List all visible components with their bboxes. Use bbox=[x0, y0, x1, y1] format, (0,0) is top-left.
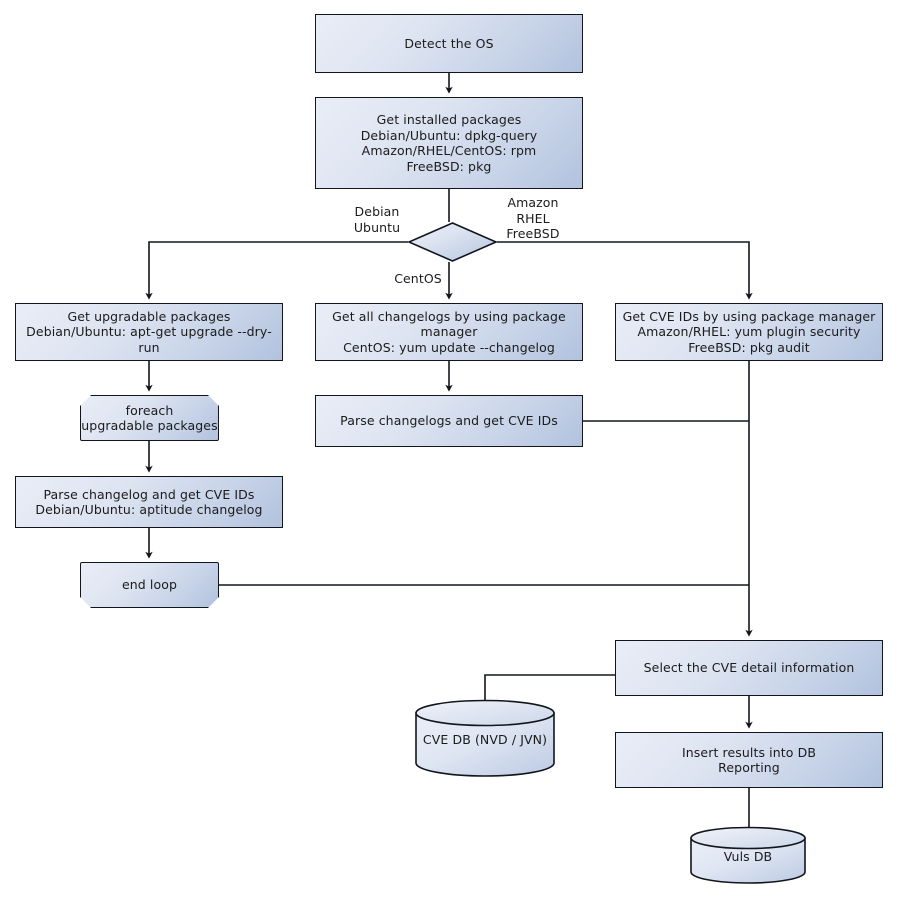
branch-label-amazon-rhel-freebsd-text: Amazon RHEL FreeBSD bbox=[506, 195, 560, 241]
edge-decision-to-cve-ids bbox=[497, 241, 753, 300]
os-decision-diamond bbox=[407, 222, 498, 262]
node-get-installed-packages[interactable]: Get installed packages Debian/Ubuntu: dp… bbox=[315, 97, 583, 189]
edge-decision-to-upgradable bbox=[145, 241, 408, 300]
node-parse-changelog-debian-label: Parse changelog and get CVE IDs Debian/U… bbox=[35, 486, 263, 518]
node-parse-changelog-debian[interactable]: Parse changelog and get CVE IDs Debian/U… bbox=[15, 476, 283, 528]
node-get-upgradable-packages-label: Get upgradable packages Debian/Ubuntu: a… bbox=[26, 308, 272, 355]
node-get-installed-packages-label: Get installed packages Debian/Ubuntu: dp… bbox=[360, 112, 538, 174]
node-foreach-loop[interactable]: foreach upgradable packages bbox=[80, 395, 219, 441]
node-parse-changelogs-centos[interactable]: Parse changelogs and get CVE IDs bbox=[315, 395, 583, 447]
node-os-decision[interactable] bbox=[407, 222, 498, 262]
node-vuls-db[interactable] bbox=[690, 826, 806, 884]
branch-label-centos: CentOS bbox=[390, 271, 446, 287]
branch-label-centos-text: CentOS bbox=[394, 271, 442, 286]
node-get-cve-ids-label: Get CVE IDs by using package manager Ama… bbox=[622, 308, 876, 355]
node-insert-results[interactable]: Insert results into DB Reporting bbox=[615, 732, 883, 788]
node-foreach-loop-label: foreach upgradable packages bbox=[81, 402, 218, 433]
node-get-upgradable-packages[interactable]: Get upgradable packages Debian/Ubuntu: a… bbox=[15, 303, 283, 361]
cve-db-top bbox=[415, 699, 555, 727]
node-select-cve-detail-label: Select the CVE detail information bbox=[643, 660, 855, 676]
node-get-all-changelogs[interactable]: Get all changelogs by using package mana… bbox=[315, 303, 583, 361]
node-end-loop[interactable]: end loop bbox=[80, 562, 219, 608]
node-cve-db[interactable] bbox=[415, 699, 555, 777]
branch-label-amazon-rhel-freebsd: Amazon RHEL FreeBSD bbox=[496, 195, 570, 242]
vuls-db-top bbox=[690, 826, 806, 850]
branch-label-debian-ubuntu-text: Debian Ubuntu bbox=[353, 204, 401, 235]
cve-db-body bbox=[415, 712, 555, 777]
node-insert-results-label: Insert results into DB Reporting bbox=[682, 744, 816, 776]
node-parse-changelogs-centos-label: Parse changelogs and get CVE IDs bbox=[340, 413, 558, 429]
branch-label-debian-ubuntu: Debian Ubuntu bbox=[345, 204, 409, 235]
edge-cve-db-to-select-detail bbox=[484, 674, 615, 700]
node-end-loop-label: end loop bbox=[121, 577, 178, 593]
node-detect-os-label: Detect the OS bbox=[404, 35, 494, 51]
vuls-db-body bbox=[690, 837, 806, 884]
node-get-all-changelogs-label: Get all changelogs by using package mana… bbox=[332, 308, 566, 355]
node-detect-os[interactable]: Detect the OS bbox=[315, 14, 583, 73]
node-select-cve-detail[interactable]: Select the CVE detail information bbox=[615, 640, 883, 696]
node-get-cve-ids[interactable]: Get CVE IDs by using package manager Ama… bbox=[615, 303, 883, 361]
